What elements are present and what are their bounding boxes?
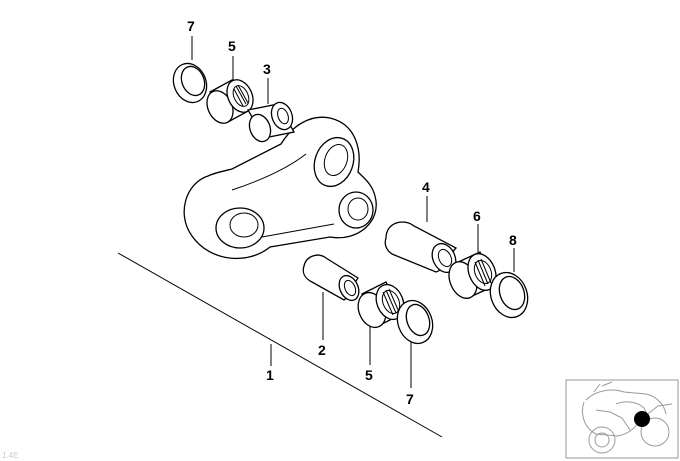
part-8-ring	[489, 271, 529, 319]
part-5-needle-bearing-top	[206, 79, 254, 124]
linkage-lever	[183, 116, 377, 260]
motorcycle-locator-inset	[565, 379, 679, 459]
part-1-reference-line	[117, 252, 443, 438]
part-6-needle-bearing	[448, 251, 497, 299]
callout-4: 4	[422, 179, 430, 195]
part-5-needle-bearing-bottom	[357, 281, 405, 329]
callout-2: 2	[318, 342, 326, 358]
part-3-sleeve	[246, 101, 296, 143]
callout-8: 8	[509, 232, 517, 248]
part-7-ring-top	[172, 62, 208, 104]
callout-6: 6	[473, 208, 481, 224]
callout-7-top: 7	[187, 18, 195, 34]
watermark-text: 1.4E	[2, 451, 18, 460]
motorcycle-outline-icon	[582, 381, 673, 454]
part-2-sleeve	[302, 254, 360, 302]
callout-5-top: 5	[228, 38, 236, 54]
part-4-sleeve	[384, 221, 458, 274]
callout-7-bottom: 7	[406, 391, 414, 407]
callout-5-bottom: 5	[365, 367, 373, 383]
part-7-ring-bottom	[396, 299, 434, 345]
location-marker-dot	[634, 411, 650, 427]
callout-1: 1	[266, 367, 274, 383]
callout-3: 3	[263, 61, 271, 77]
